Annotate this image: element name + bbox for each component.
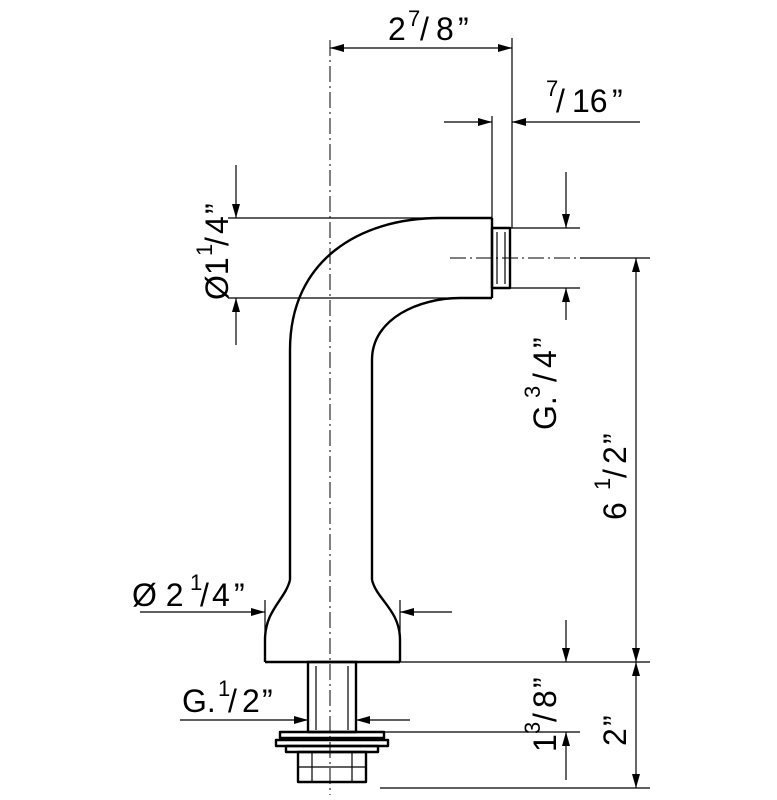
fraction-slash: / bbox=[420, 11, 429, 47]
dim-label-unit: ” bbox=[234, 577, 245, 613]
dim-label-den: 2 bbox=[242, 683, 260, 719]
inlet-shank bbox=[274, 660, 390, 784]
dim-height: 6 1 / 2 ” bbox=[580, 257, 650, 662]
dim-label-num: 1 bbox=[192, 244, 217, 256]
spout-inner-edge bbox=[370, 296, 492, 580]
dim-label-unit: ” bbox=[262, 683, 273, 719]
dim-base-diameter: Ø 2 1 / 4 ” bbox=[132, 570, 452, 662]
dim-label-unit: ” bbox=[199, 203, 235, 214]
base-flare-right bbox=[370, 579, 402, 662]
nozzle-thread-body bbox=[490, 226, 512, 290]
arrow-head bbox=[632, 662, 640, 676]
dim-nozzle-length: 7 / 16 ” bbox=[444, 76, 640, 218]
arrow-head bbox=[400, 608, 414, 616]
dim-label-num: 1 bbox=[590, 478, 615, 490]
fraction-slash: / bbox=[228, 683, 237, 719]
fraction-slash: / bbox=[597, 469, 633, 478]
arrow-head bbox=[512, 118, 526, 126]
dim-label-den: 4 bbox=[527, 350, 563, 368]
arrow-head bbox=[498, 44, 512, 52]
arrow-head bbox=[330, 44, 344, 52]
dim-thread-length: 2 ” bbox=[380, 662, 650, 789]
arrow-head bbox=[232, 298, 240, 312]
dim-label-den: 2 bbox=[597, 446, 633, 464]
washer-top bbox=[278, 730, 386, 740]
dim-label-whole: 2 bbox=[597, 728, 633, 746]
dim-label-unit: ” bbox=[597, 433, 633, 444]
base-flare-left bbox=[263, 579, 292, 662]
fraction-slash: / bbox=[527, 373, 563, 382]
spout-body bbox=[263, 216, 494, 664]
arrow-head bbox=[356, 716, 370, 724]
dim-spout-diameter: Ø1 1 / 4 ” bbox=[192, 165, 460, 345]
dim-label-den: 16 bbox=[572, 83, 608, 119]
arrow-head bbox=[251, 608, 265, 616]
spout-outer-edge bbox=[288, 216, 492, 580]
dim-label-unit: ” bbox=[527, 337, 563, 348]
outlet-nozzle bbox=[490, 226, 512, 290]
dim-label-den: 4 bbox=[199, 216, 235, 234]
arrow-head bbox=[478, 118, 492, 126]
dim-label-den: 4 bbox=[212, 577, 230, 613]
dim-label-unit: ” bbox=[612, 83, 623, 119]
dim-label-unit: ” bbox=[527, 677, 563, 688]
dim-label-whole: 1 bbox=[527, 734, 563, 752]
dim-label-prefix: G. bbox=[182, 683, 216, 719]
arrow-head bbox=[294, 716, 308, 724]
shank-body bbox=[306, 660, 358, 734]
dim-width-top: 2 7 / 8 ” bbox=[330, 6, 513, 228]
dim-label-num: 7 bbox=[546, 76, 558, 101]
arrow-head bbox=[632, 648, 640, 662]
dim-label-den: 8 bbox=[527, 690, 563, 708]
arrow-head bbox=[232, 204, 240, 218]
dim-label-whole: 2 bbox=[388, 11, 406, 47]
dim-label-num: 3 bbox=[520, 722, 545, 734]
arrow-head bbox=[632, 774, 640, 788]
dim-inlet-thread: G. 1 / 2 ” bbox=[180, 676, 410, 724]
dim-label-prefix: Ø 2 bbox=[132, 577, 184, 613]
fraction-slash: / bbox=[527, 713, 563, 722]
fraction-slash: / bbox=[199, 237, 235, 246]
dim-label-den: 8 bbox=[436, 11, 454, 47]
dim-label-whole: 6 bbox=[597, 502, 633, 520]
dim-label-prefix: G. bbox=[527, 396, 563, 430]
arrow-head bbox=[562, 732, 570, 746]
dim-label-num: 1 bbox=[218, 676, 230, 701]
dim-label-unit: ” bbox=[597, 715, 633, 726]
arrow-head bbox=[562, 288, 570, 302]
dim-label-unit: ” bbox=[458, 11, 469, 47]
dim-label-num: 3 bbox=[520, 386, 545, 398]
arrow-head bbox=[632, 258, 640, 272]
arrow-head bbox=[562, 648, 570, 662]
dim-label-prefix: Ø1 bbox=[199, 257, 235, 300]
dim-label-num: 7 bbox=[408, 6, 420, 31]
arrow-head bbox=[562, 214, 570, 228]
dim-label-num: 1 bbox=[190, 570, 202, 595]
dim-shank-height: 1 3 / 8 ” bbox=[384, 620, 650, 780]
dim-outlet-thread: G. 3 / 4 ” bbox=[510, 172, 580, 430]
fraction-slash: / bbox=[556, 83, 565, 119]
fraction-slash: / bbox=[200, 577, 209, 613]
